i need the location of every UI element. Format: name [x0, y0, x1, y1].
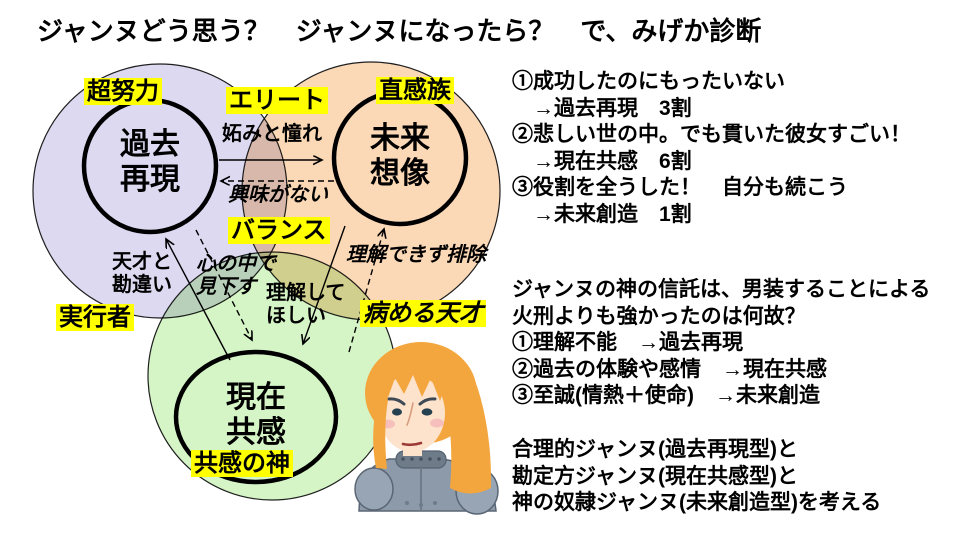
circle-label-past: 過去 再現: [120, 128, 180, 196]
types-line: 神の奴隷ジャンヌ(未来創造型)を考える: [512, 491, 882, 514]
oracle-question-block: ジャンヌの神の信託は、男装することによる 火刑よりも強かったのは何故？ ①理解不…: [512, 277, 930, 410]
jeanne-mouth: [401, 441, 423, 447]
jeanne-brow-right: [418, 397, 437, 406]
jeanne-illustration: [354, 342, 499, 515]
jeanne-chest-rivets: [405, 501, 437, 507]
arrow-label-want-understanding: 理解して ほしい: [266, 282, 346, 327]
circle-label-present: 現在 共感: [226, 381, 286, 449]
types-line: 勘定方ジャンヌ(現在共感型)と: [512, 464, 798, 488]
arrow-cannot-understand-exclude: [348, 229, 384, 353]
tag-super-effort: 超努力: [84, 78, 162, 105]
poll-results-block: ①成功したのにもったいない →過去再現 3割 ②悲しい世の中。でも貫いた彼女すご…: [512, 69, 911, 228]
jeanne-hair-strand-left: [373, 394, 388, 469]
jeanne-hair-fall-right: [441, 366, 492, 494]
inner-circle-present: [173, 349, 339, 485]
jeanne-eye-right: [421, 408, 433, 416]
arrow-label-mistake-genius: 天才と 勘違い: [112, 251, 172, 296]
arrow-mistake-genius: [166, 239, 231, 361]
arrow-label-no-interest: 興味がない: [228, 184, 328, 206]
tag-elite: エリート: [226, 87, 328, 114]
poll-line: →現在共感 6割: [512, 149, 692, 173]
jeanne-blush-right: [430, 418, 444, 428]
arrow-label-look-down: 心の中で 見下す: [196, 253, 276, 298]
jeanne-nose: [406, 402, 414, 426]
tag-empathy-god: 共感の神: [191, 450, 293, 477]
jeanne-eye-left: [392, 408, 402, 416]
types-line: 合理的ジャンヌ(過去再現型)と: [512, 438, 798, 461]
oracle-line: 火刑よりも強かったのは何故？: [512, 304, 806, 328]
jeanne-bangs: [377, 347, 456, 404]
arrow-label-exclude: 理解できず排除: [346, 244, 486, 266]
jeanne-types-block: 合理的ジャンヌ(過去再現型)と 勘定方ジャンヌ(現在共感型)と 神の奴隷ジャンヌ…: [512, 437, 881, 517]
oracle-line: ①理解不能 →過去再現: [512, 331, 743, 354]
poll-line: →未来創造 1割: [512, 202, 692, 226]
slide-title: ジャンヌどう思う？ ジャンヌになったら？ で、みげか診断: [37, 16, 762, 46]
tag-executor: 実行者: [56, 304, 134, 331]
poll-line: ③役割を全うした！ 自分も続こう: [512, 176, 848, 199]
tag-intuition-clan: 直感族: [376, 77, 454, 104]
jeanne-pauldron-left: [354, 467, 394, 511]
tag-sick-genius: 病める天才: [360, 300, 486, 327]
arrow-want-understanding: [303, 225, 346, 344]
arrow-label-envy: 妬みと憧れ: [222, 123, 322, 145]
oracle-line: ジャンヌの神の信託は、男装することによる: [512, 278, 931, 301]
oracle-line: ②過去の体験や感情 →現在共感: [512, 357, 827, 381]
tag-balance: バランス: [228, 217, 330, 244]
jeanne-collar-rivets: [401, 457, 441, 461]
arrow-look-down: [195, 229, 252, 340]
poll-line: ②悲しい世の中。でも貫いた彼女すごい！: [512, 123, 911, 146]
poll-line: ①成功したのにもったいない: [512, 70, 785, 93]
poll-line: →過去再現 3割: [512, 96, 692, 120]
jeanne-face: [379, 374, 445, 452]
jeanne-brow-left: [387, 397, 406, 406]
circle-label-future: 未来 想像: [370, 122, 430, 190]
oracle-line: ③至誠(情熱＋使命) →未来創造: [512, 384, 820, 407]
